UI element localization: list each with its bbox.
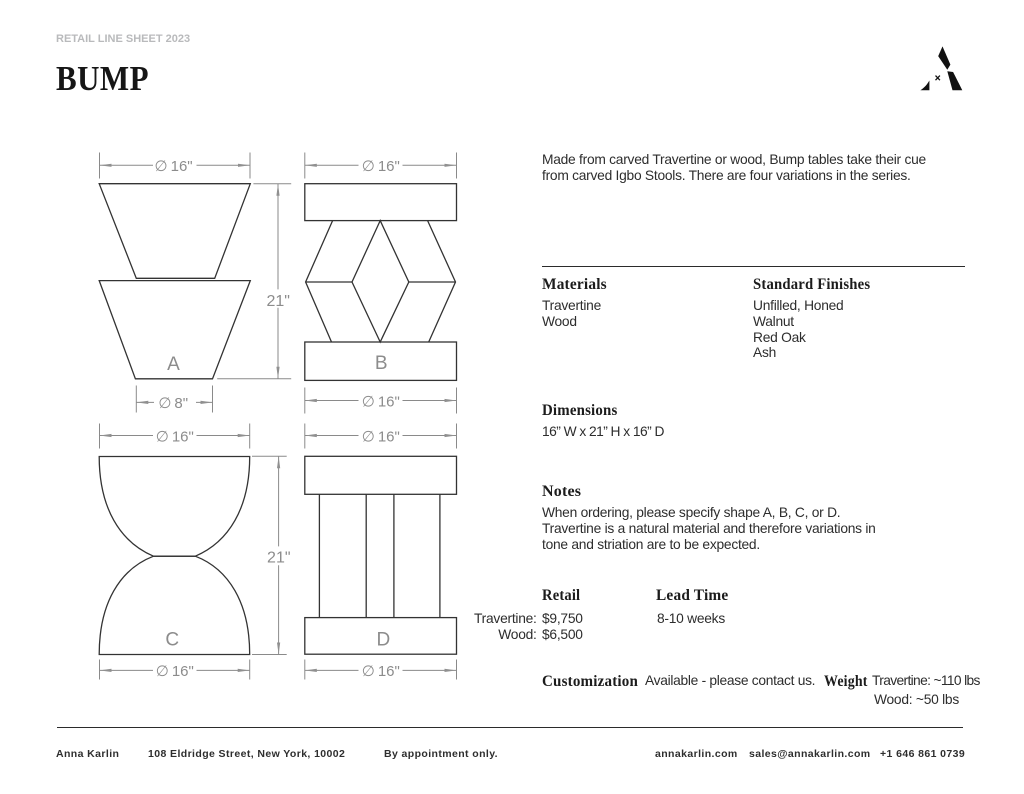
svg-text:B: B: [375, 353, 388, 374]
svg-text:D: D: [377, 629, 391, 650]
svg-text:∅ 16": ∅ 16": [362, 158, 400, 175]
svg-text:∅ 16": ∅ 16": [156, 428, 194, 445]
svg-text:∅ 16": ∅ 16": [362, 393, 400, 410]
svg-text:∅ 16": ∅ 16": [155, 158, 193, 175]
svg-text:21": 21": [267, 549, 290, 566]
svg-text:21": 21": [266, 293, 289, 310]
svg-text:∅ 16": ∅ 16": [362, 663, 400, 680]
svg-text:A: A: [167, 354, 180, 375]
svg-text:∅ 16": ∅ 16": [362, 428, 400, 445]
svg-text:∅ 16": ∅ 16": [156, 663, 194, 680]
svg-text:C: C: [165, 629, 179, 650]
svg-text:∅ 8": ∅ 8": [158, 395, 188, 412]
